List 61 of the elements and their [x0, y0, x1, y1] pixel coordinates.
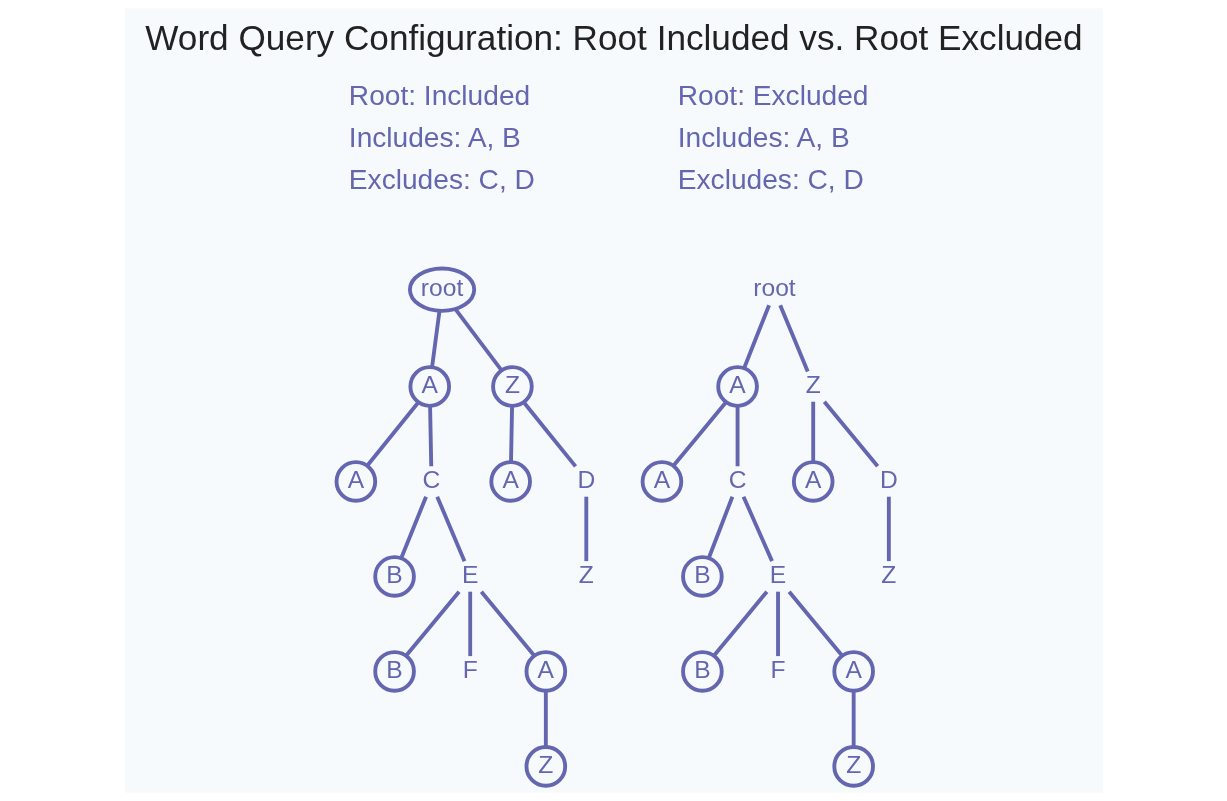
node-circle: A: [640, 460, 683, 503]
node-text: Z: [578, 560, 594, 588]
node-text: F: [770, 655, 786, 683]
node-circle: Z: [831, 745, 875, 788]
node-circle: Z: [524, 745, 567, 788]
connector: [479, 590, 536, 657]
connector: [521, 401, 577, 468]
connector: [543, 690, 548, 747]
node-text: E: [769, 560, 786, 588]
label: Root: Excluded: [677, 79, 869, 111]
connector: [775, 591, 780, 657]
connector: [434, 495, 466, 562]
node-circle: Z: [490, 365, 534, 408]
connector: [399, 496, 428, 559]
connector: [508, 405, 514, 462]
node-text: Z: [880, 560, 896, 588]
connector: [427, 405, 433, 467]
label: Excludes: C, D: [677, 164, 864, 196]
connector: [741, 495, 774, 562]
node-circle: B: [680, 650, 724, 693]
connector: [712, 590, 768, 657]
connector: [787, 590, 843, 657]
node-text: E: [461, 560, 478, 588]
connector: [810, 401, 815, 462]
connector: [886, 496, 891, 562]
node-circle: B: [372, 555, 416, 598]
connector: [467, 591, 472, 657]
connector: [706, 496, 734, 559]
node-ellipse: root: [407, 266, 476, 313]
label: Includes: A, B: [677, 121, 850, 153]
connector: [742, 304, 771, 369]
node-circle: A: [334, 460, 377, 503]
label: Includes: A, B: [348, 121, 521, 153]
node-circle: A: [791, 460, 834, 503]
node-circle: A: [715, 365, 759, 408]
node-circle: A: [407, 365, 451, 408]
node-circle: B: [680, 555, 724, 598]
connector: [735, 405, 739, 467]
connector: [404, 590, 461, 657]
node-text: C: [728, 465, 746, 493]
connector: [851, 690, 856, 747]
connector: [777, 304, 809, 373]
label: Root: Included: [348, 79, 530, 111]
node-text: D: [879, 465, 898, 493]
node-circle: A: [488, 460, 532, 503]
node-circle: A: [831, 650, 875, 693]
node-text: Z: [805, 370, 821, 398]
node-circle: B: [372, 650, 416, 693]
connector: [671, 401, 727, 468]
connector: [583, 496, 588, 562]
connector: [453, 308, 503, 371]
connector: [429, 310, 441, 367]
connector: [822, 400, 879, 468]
connector: [365, 401, 420, 467]
node-text: root: [752, 274, 796, 302]
node-circle: A: [524, 650, 567, 693]
label: Excludes: C, D: [348, 164, 535, 196]
diagram-title: Word Query Configuration: Root Included vs. Root Excluded: [144, 18, 1083, 58]
node-text: D: [576, 465, 595, 493]
node-text: F: [462, 655, 478, 683]
node-text: C: [422, 465, 440, 493]
